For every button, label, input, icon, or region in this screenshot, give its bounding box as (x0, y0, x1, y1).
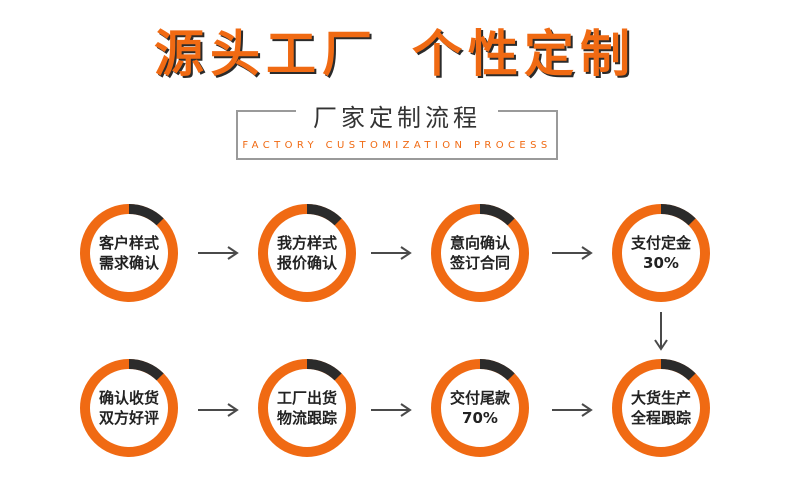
step-label-line2: 物流跟踪 (276, 409, 337, 427)
arrow-right-icon (371, 246, 412, 260)
step-label-line1: 确认收货 (98, 389, 159, 407)
step-node-1: 客户样式需求确认 (79, 203, 179, 303)
arrow-right-icon (552, 246, 593, 260)
headline-part2: 个性定制 (412, 25, 636, 83)
ring-icon (80, 204, 178, 302)
step-label-line2: 全程跟踪 (630, 409, 691, 427)
step-label-line1: 大货生产 (630, 389, 691, 407)
ring-icon (80, 359, 178, 457)
subtitle: 厂家定制流程 (313, 104, 481, 132)
ring-icon (612, 204, 710, 302)
arrow-right-icon (198, 246, 239, 260)
step-node-3: 意向确认签订合同 (430, 203, 530, 303)
step-node-6: 交付尾款 70% (430, 358, 530, 458)
subtitle-english: FACTORY CUSTOMIZATION PROCESS (242, 140, 552, 151)
ring-icon (431, 204, 529, 302)
step-label-line1: 意向确认 (449, 234, 510, 252)
step-label-line1: 客户样式 (98, 234, 159, 252)
step-label-line2: 双方好评 (98, 409, 159, 427)
ring-icon (431, 359, 529, 457)
step-node-4: 支付定金 30% (611, 203, 711, 303)
step-node-7: 工厂出货物流跟踪 (257, 358, 357, 458)
step-label-line2: 签订合同 (449, 254, 510, 272)
step-node-5: 大货生产全程跟踪 (611, 358, 711, 458)
arrow-down-icon (654, 312, 668, 351)
headline: 源头工厂个性定制 (0, 22, 790, 86)
step-label-line1: 我方样式 (276, 234, 337, 252)
step-label-line2: 70% (462, 409, 498, 427)
step-label-line1: 支付定金 (630, 234, 691, 252)
subtitle-box: 厂家定制流程 FACTORY CUSTOMIZATION PROCESS (236, 100, 558, 160)
step-node-8: 确认收货双方好评 (79, 358, 179, 458)
step-label-line1: 交付尾款 (449, 389, 510, 407)
arrow-right-icon (552, 403, 593, 417)
ring-icon (258, 204, 356, 302)
ring-icon (612, 359, 710, 457)
step-node-2: 我方样式报价确认 (257, 203, 357, 303)
ring-icon (258, 359, 356, 457)
step-label-line2: 报价确认 (276, 254, 337, 272)
arrow-right-icon (198, 403, 239, 417)
step-label-line2: 需求确认 (98, 254, 159, 272)
step-label-line1: 工厂出货 (276, 389, 337, 407)
headline-part1: 源头工厂 (154, 25, 378, 83)
arrow-right-icon (371, 403, 412, 417)
step-label-line2: 30% (643, 254, 679, 272)
